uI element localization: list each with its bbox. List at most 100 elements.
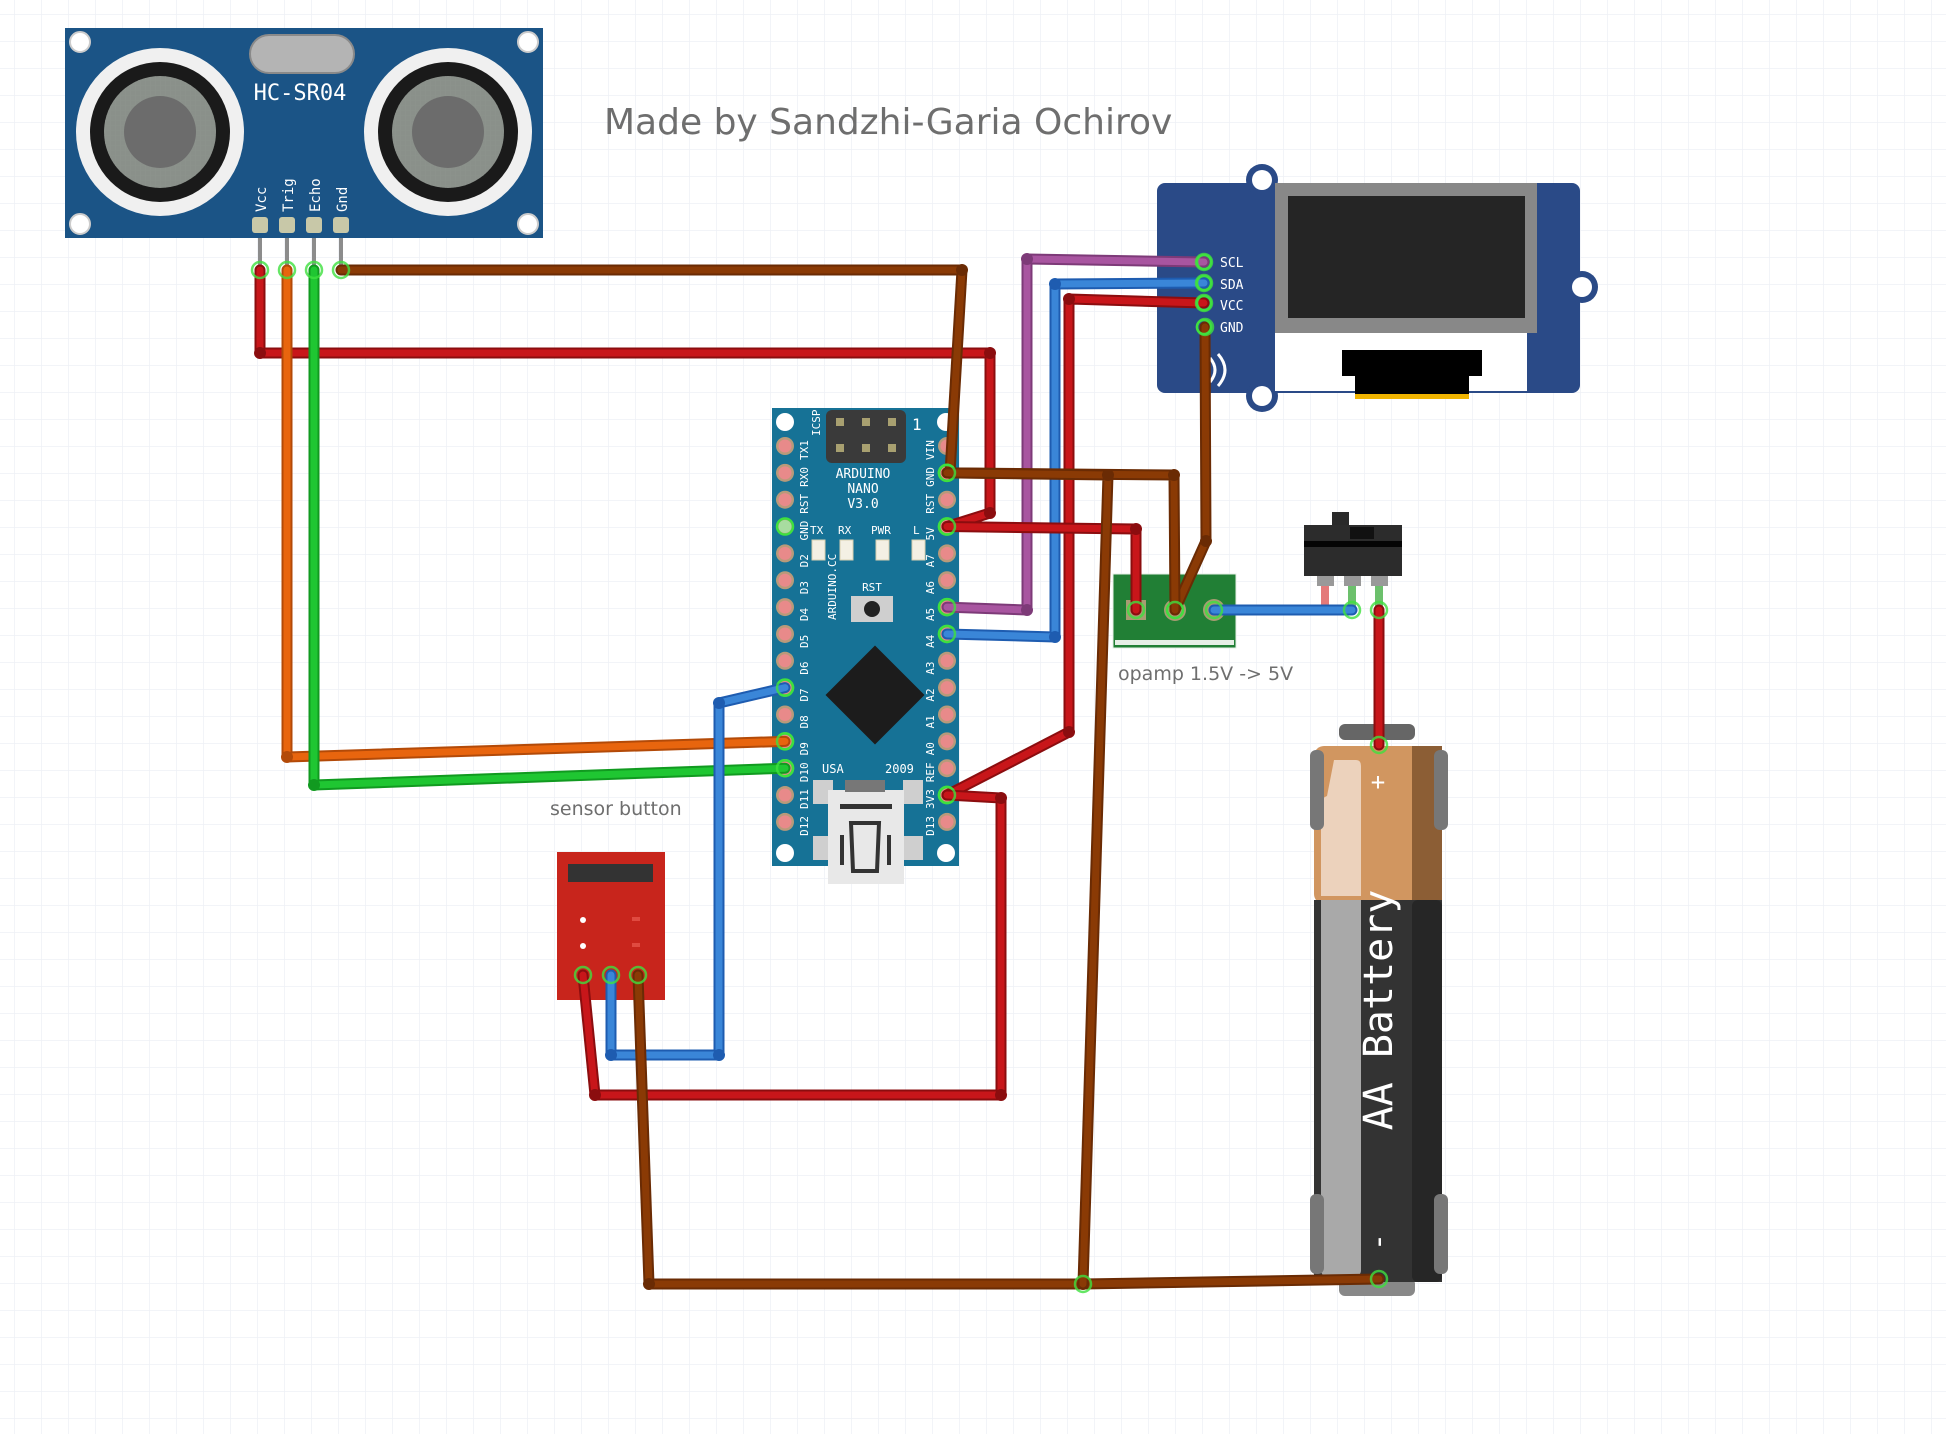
wire-endpoint[interactable] [937, 785, 957, 805]
wire-endpoint[interactable] [1342, 600, 1362, 620]
nano-pin-rx0[interactable]: RX0 [776, 463, 811, 487]
nano-pin-a3[interactable]: A3 [924, 651, 956, 675]
nano-pin-tx1[interactable]: TX1 [776, 437, 811, 460]
status-leds [811, 539, 926, 561]
wire-orange[interactable] [277, 260, 795, 763]
nano-pin-d8[interactable]: D8 [776, 705, 811, 729]
wire-bendpoint[interactable] [281, 751, 293, 763]
nano-pin-d4[interactable]: D4 [776, 598, 811, 621]
wire-blue[interactable] [1204, 600, 1362, 620]
wire-bendpoint[interactable] [254, 347, 266, 359]
reset-button[interactable] [851, 596, 893, 622]
wire-bendpoint[interactable] [1021, 604, 1033, 616]
nano-pin-label: A2 [924, 688, 937, 701]
wire-endpoint[interactable] [250, 260, 270, 280]
wire-bendpoint[interactable] [984, 507, 996, 519]
nano-pin-rst[interactable]: RST [924, 490, 956, 514]
aa-battery[interactable]: + AA Battery - [1310, 724, 1448, 1296]
wire-endpoint[interactable] [1369, 1269, 1389, 1289]
wire-endpoint[interactable] [1369, 735, 1389, 755]
wire-endpoint[interactable] [277, 260, 297, 280]
nano-pin-a6[interactable]: A6 [924, 571, 956, 594]
nano-pin-d12[interactable]: D12 [776, 812, 811, 836]
wire-endpoint[interactable] [1369, 600, 1389, 620]
wire-red[interactable] [937, 517, 1146, 620]
nano-pin-d5[interactable]: D5 [776, 624, 811, 648]
slide-switch[interactable] [1304, 512, 1402, 608]
hc-sr04-sensor[interactable]: HC-SR04 Vcc Trig Echo Gnd [65, 28, 543, 270]
nano-pin-rst[interactable]: RST [776, 490, 811, 514]
wire-endpoint[interactable] [1073, 1274, 1093, 1294]
wire-endpoint[interactable] [1165, 600, 1185, 620]
nano-pin-label: A1 [924, 715, 937, 728]
wire-endpoint[interactable] [775, 678, 795, 697]
board-version: V3.0 [847, 497, 878, 512]
wire-bendpoint[interactable] [1102, 469, 1114, 481]
wire-bendpoint[interactable] [713, 1049, 725, 1061]
wire-purple[interactable] [937, 252, 1214, 617]
nano-pin-d11[interactable]: D11 [776, 786, 811, 809]
wire-endpoint[interactable] [573, 965, 593, 985]
mount-hole-icon [517, 213, 539, 235]
board-name-line1: ARDUINO [836, 467, 891, 482]
nano-pin-d6[interactable]: D6 [776, 651, 811, 675]
arduino-nano[interactable]: ICSP 1 ARDUINO NANO V3.0 TX RX PWR L ARD… [772, 408, 959, 884]
wire-endpoint[interactable] [937, 624, 957, 644]
wire-brown[interactable] [937, 463, 1114, 1294]
wire-bendpoint[interactable] [1200, 535, 1212, 547]
nano-pin-d3[interactable]: D3 [776, 571, 811, 594]
wire-brown[interactable] [1165, 317, 1215, 620]
wire-bendpoint[interactable] [589, 1089, 601, 1101]
wire-bendpoint[interactable] [643, 1278, 655, 1290]
mount-hole-icon [69, 213, 91, 235]
led-pwr-label: PWR [871, 524, 891, 537]
wire-bendpoint[interactable] [956, 264, 968, 276]
oled-pin-connector[interactable] [1195, 318, 1213, 336]
wire-endpoint[interactable] [304, 260, 324, 280]
wire-endpoint[interactable] [331, 260, 351, 280]
wire-bendpoint[interactable] [984, 347, 996, 359]
wire-bendpoint[interactable] [308, 779, 320, 791]
icsp-label: ICSP [810, 409, 823, 436]
wire-red[interactable] [573, 785, 1007, 1101]
nano-pin-ref[interactable]: REF [924, 759, 956, 782]
wire-endpoint[interactable] [601, 965, 621, 985]
wire-bendpoint[interactable] [995, 1089, 1007, 1101]
wire-endpoint[interactable] [775, 758, 795, 778]
nano-pin-gnd[interactable]: GND [775, 517, 811, 541]
oled-pin-connector[interactable] [1195, 253, 1213, 271]
wire-bendpoint[interactable] [1021, 253, 1033, 265]
oled-pin-connector[interactable] [1195, 274, 1213, 292]
wire-bendpoint[interactable] [995, 792, 1007, 804]
wire-endpoint[interactable] [775, 732, 795, 751]
wire-bendpoint[interactable] [1168, 469, 1180, 481]
nano-pin-a0[interactable]: A0 [924, 732, 956, 755]
wire-bendpoint[interactable] [1130, 523, 1142, 535]
wire-red[interactable] [937, 293, 1214, 805]
wire-bendpoint[interactable] [1049, 278, 1061, 290]
wire-bendpoint[interactable] [1063, 293, 1075, 305]
wire-red[interactable] [1369, 600, 1389, 755]
nano-pin-d13[interactable]: D13 [924, 812, 956, 836]
nano-pin-d2[interactable]: D2 [776, 544, 811, 567]
sensor-pin-pads [252, 217, 349, 233]
wire-bendpoint[interactable] [713, 697, 725, 709]
nano-pin-a7[interactable]: A7 [924, 544, 956, 567]
nano-pin-label: GND [798, 521, 811, 541]
wire-endpoint[interactable] [937, 517, 957, 536]
wire-blue[interactable] [601, 678, 795, 1061]
wire-bendpoint[interactable] [605, 1049, 617, 1061]
wire-endpoint[interactable] [937, 463, 957, 483]
wire-green[interactable] [304, 260, 795, 791]
oled-display-module[interactable]: SCL SDA VCC GND [1157, 164, 1598, 412]
wire-endpoint[interactable] [628, 965, 648, 985]
nano-pin-a2[interactable]: A2 [924, 678, 956, 702]
nano-pin-a1[interactable]: A1 [924, 705, 956, 729]
wire-bendpoint[interactable] [1063, 726, 1075, 738]
wire-bendpoint[interactable] [1049, 631, 1061, 643]
wire-endpoint[interactable] [1126, 600, 1146, 620]
oled-pin-connector[interactable] [1195, 294, 1213, 312]
wire-endpoint[interactable] [937, 597, 957, 617]
nano-pin-label: D4 [798, 607, 811, 621]
wire-endpoint[interactable] [1204, 600, 1224, 620]
